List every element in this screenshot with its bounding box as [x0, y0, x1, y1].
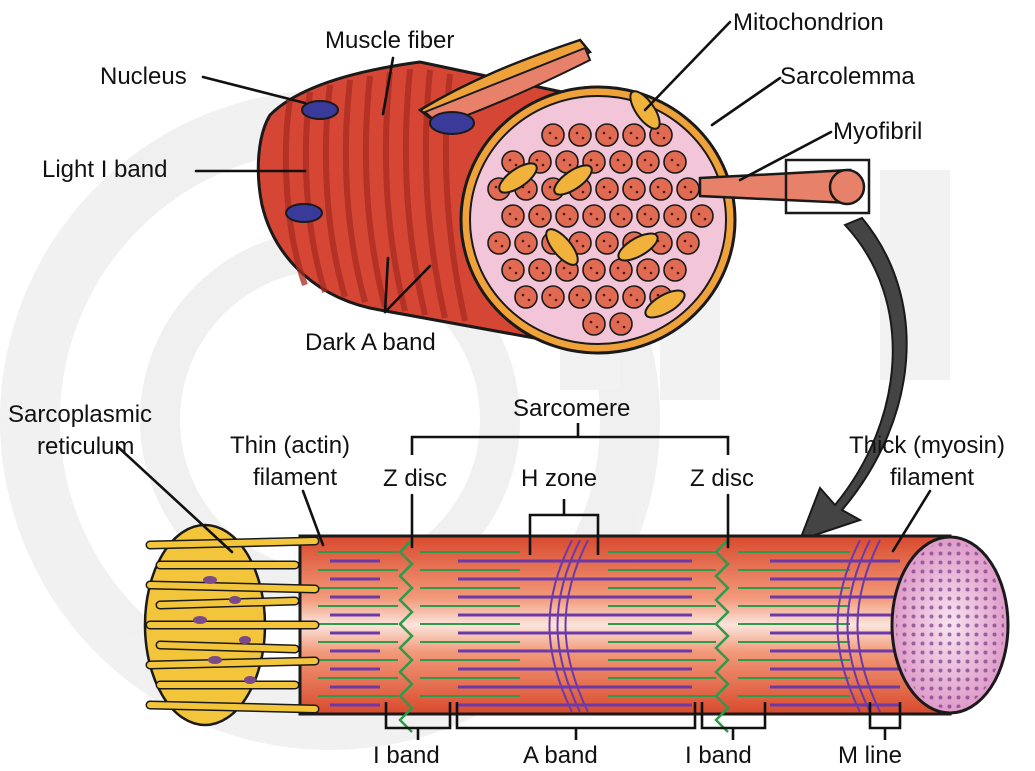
label-a-band: A band [523, 742, 598, 769]
label-dark-a-band: Dark A band [305, 329, 436, 356]
label-myofibril: Myofibril [833, 118, 922, 145]
label-sarcomere: Sarcomere [513, 395, 630, 422]
label-z-disc-left: Z disc [383, 465, 447, 492]
myofibril-segment [300, 536, 1008, 732]
label-thin-filament: Thin (actin) [230, 432, 350, 459]
label-nucleus: Nucleus [100, 63, 187, 90]
label-reticulum: reticulum [37, 433, 134, 460]
label-thick-filament: Thick (myosin) [849, 432, 1005, 459]
label-sarcoplasmic: Sarcoplasmic [8, 401, 152, 428]
zoom-arrow [800, 218, 907, 540]
label-z-disc-right: Z disc [690, 465, 754, 492]
cross-section [461, 87, 735, 353]
nucleus-shape-1 [302, 101, 338, 119]
label-h-zone: H zone [521, 465, 597, 492]
label-mitochondrion: Mitochondrion [733, 9, 884, 36]
nucleus-shape-2 [430, 112, 474, 134]
label-i-band-left: I band [373, 742, 440, 769]
label-muscle-fiber: Muscle fiber [325, 27, 454, 54]
label-i-band-right: I band [685, 742, 752, 769]
label-thick-filament-2: filament [890, 464, 974, 491]
label-sarcolemma: Sarcolemma [780, 63, 915, 90]
label-light-i-band: Light I band [42, 156, 167, 183]
nucleus-shape-3 [286, 204, 322, 222]
label-m-line: M line [838, 742, 902, 769]
label-thin-filament-2: filament [253, 464, 337, 491]
